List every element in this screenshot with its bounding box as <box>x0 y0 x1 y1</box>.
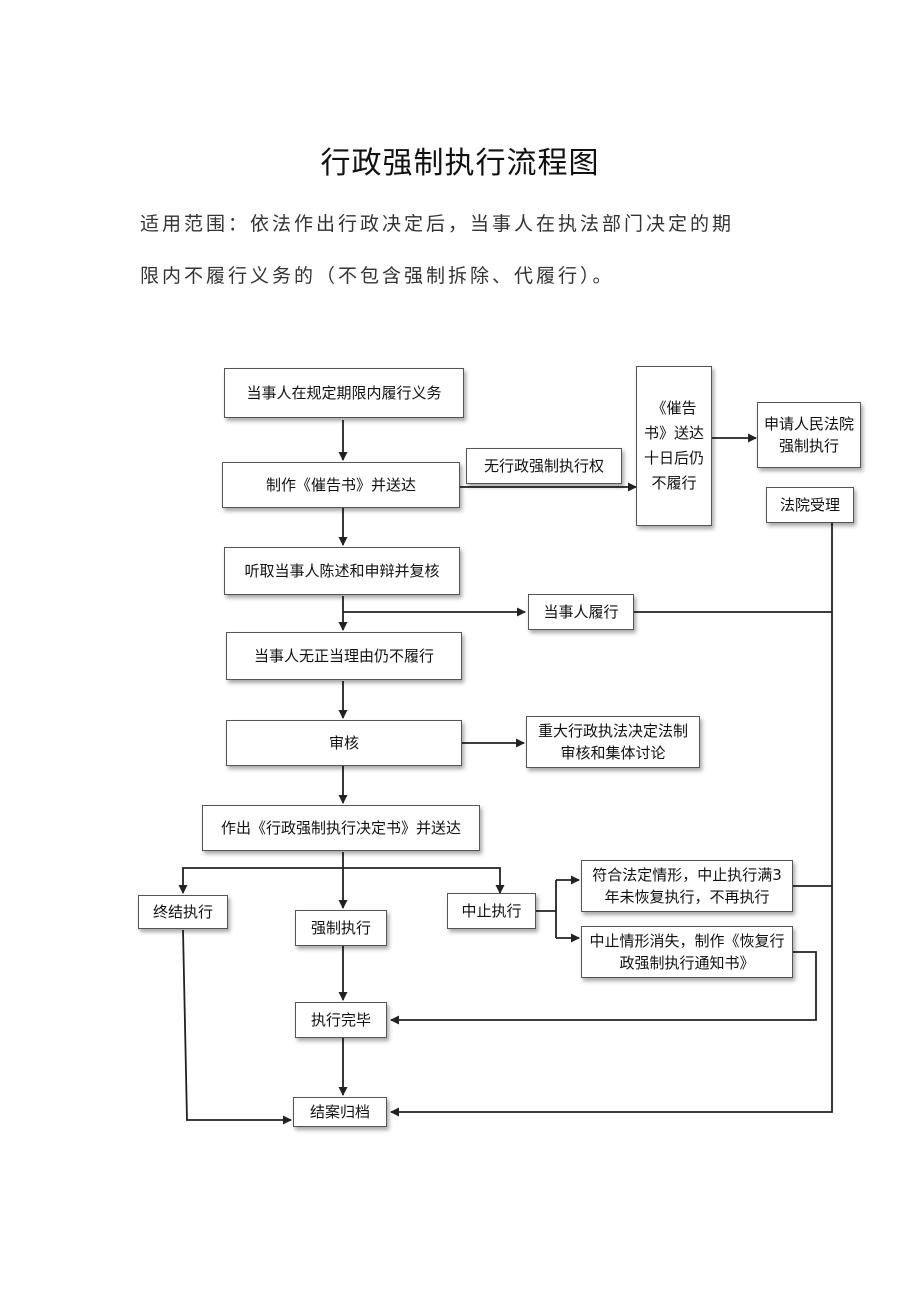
node-execution-done: 执行完毕 <box>295 1002 387 1038</box>
page-title: 行政强制执行流程图 <box>320 146 600 181</box>
node-no-power: 无行政强制执行权 <box>466 448 622 484</box>
arrow-resume-to-done <box>390 951 817 1025</box>
node-suspend: 中止执行 <box>447 893 536 929</box>
branch-bar <box>182 867 501 890</box>
arrow-terminate-to-close <box>182 929 292 1125</box>
arrow-court-to-close <box>390 523 833 1117</box>
node-review: 审核 <box>226 720 462 766</box>
node-hear-statement: 听取当事人陈述和申辩并复核 <box>224 547 460 595</box>
node-resume: 中止情形消失，制作《恢复行政强制执行通知书》 <box>581 926 793 978</box>
node-legal-review: 重大行政执法决定法制审核和集体讨论 <box>526 716 700 768</box>
node-suspend-3y: 符合法定情形，中止执行满3年未恢复执行，不再执行 <box>581 860 793 912</box>
scope-text: 适用范围：依法作出行政决定后，当事人在执法部门决定的期 限内不履行义务的（不包含… <box>140 198 780 302</box>
scope-line-1: 适用范围：依法作出行政决定后，当事人在执法部门决定的期 <box>140 213 735 235</box>
node-party-fulfills: 当事人履行 <box>528 594 634 630</box>
node-enforce: 强制执行 <box>295 910 387 946</box>
node-make-decision: 作出《行政强制执行决定书》并送达 <box>202 805 480 851</box>
node-apply-court: 申请人民法院强制执行 <box>757 402 861 468</box>
node-close-case: 结案归档 <box>293 1097 387 1127</box>
node-make-notice: 制作《催告书》并送达 <box>222 462 460 508</box>
node-terminate: 终结执行 <box>138 895 228 929</box>
node-fulfill-in-period: 当事人在规定期限内履行义务 <box>224 368 464 418</box>
node-court-accept: 法院受理 <box>766 487 854 523</box>
scope-line-2: 限内不履行义务的（不包含强制拆除、代履行）。 <box>140 265 615 287</box>
node-notice-unfulfilled: 《催告书》送达十日后仍不履行 <box>636 366 712 526</box>
node-no-reason-unfulfilled: 当事人无正当理由仍不履行 <box>226 632 462 680</box>
